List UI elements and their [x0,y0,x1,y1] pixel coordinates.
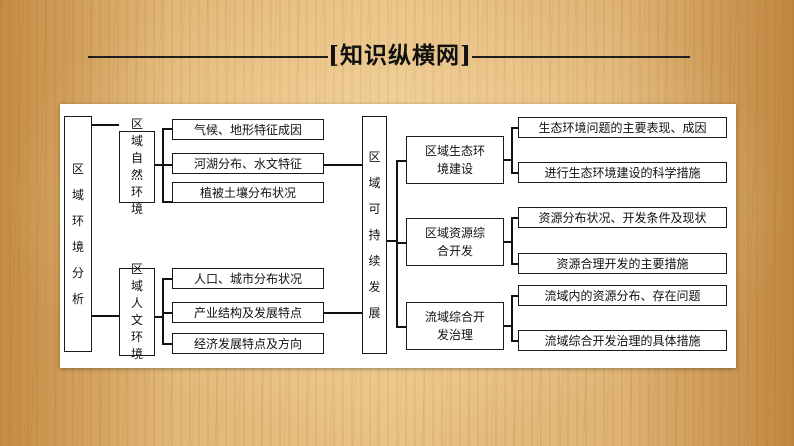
connector [511,127,513,173]
connector [504,241,511,243]
title-rule-right [472,56,690,58]
connector [162,278,164,343]
human-item-label: 经济发展特点及方向 [193,336,302,351]
connector [511,217,513,264]
connector [386,240,396,242]
sustainable-development-node: 区域可持续发展 [362,116,387,354]
header: [知识纵横网] [0,40,794,72]
connector [91,315,119,317]
eco-construction-node: 区域生态环境建设 [406,136,504,184]
connector [154,316,162,318]
sustainable-development-label: 区域可持续发展 [368,150,381,320]
connector [162,164,172,166]
natural-item: 植被土壤分布状况 [172,182,324,203]
title-rule-left [88,56,328,58]
eco-item-label: 进行生态环境建设的科学措施 [544,165,701,180]
resource-item-label: 资源分布状况、开发条件及现状 [538,210,707,225]
basin-item-label: 流域综合开发治理的具体措施 [544,333,701,348]
connector [511,263,518,265]
human-item: 产业结构及发展特点 [172,302,324,323]
eco-item-label: 生态环境问题的主要表现、成因 [538,120,707,135]
eco-item: 生态环境问题的主要表现、成因 [518,117,727,138]
human-item-label: 人口、城市分布状况 [193,271,302,286]
natural-item: 气候、地形特征成因 [172,119,324,140]
resource-item-label: 资源合理开发的主要措施 [556,256,689,271]
connector [511,295,513,341]
connector [396,326,406,328]
basin-item: 流域内的资源分布、存在问题 [518,285,727,306]
human-item: 人口、城市分布状况 [172,268,324,289]
resource-item: 资源分布状况、开发条件及现状 [518,207,727,228]
basin-development-node: 流域综合开发治理 [406,302,504,350]
connector [162,128,172,130]
root-node: 区域环境分析 [64,116,92,352]
connector [324,312,362,314]
connector [511,217,518,219]
natural-environment-label: 区域自然环境 [130,117,143,216]
connector [504,325,511,327]
connector [162,201,172,203]
connector [154,164,162,166]
connector [511,172,518,174]
connector [162,278,172,280]
connector [162,343,172,345]
human-item-label: 产业结构及发展特点 [193,305,302,320]
connector [504,159,511,161]
resource-development-label: 区域资源综合开发 [424,226,485,258]
connector [511,127,518,129]
human-item: 经济发展特点及方向 [172,333,324,354]
connector [396,160,406,162]
basin-item-label: 流域内的资源分布、存在问题 [544,288,701,303]
eco-construction-label: 区域生态环境建设 [424,144,485,176]
root-label: 区域环境分析 [71,162,84,306]
connector [396,242,406,244]
resource-item: 资源合理开发的主要措施 [518,253,727,274]
connector [324,164,362,166]
knowledge-diagram: 区域环境分析 区域自然环境 气候、地形特征成因 河湖分布、水文特征 植被土壤分布… [60,104,736,368]
connector [511,340,518,342]
basin-development-label: 流域综合开发治理 [424,310,485,342]
natural-item: 河湖分布、水文特征 [172,153,324,174]
connector [396,160,398,327]
natural-item-label: 河湖分布、水文特征 [193,156,302,171]
natural-item-label: 植被土壤分布状况 [199,185,296,200]
resource-development-node: 区域资源综合开发 [406,218,504,266]
human-environment-node: 区域人文环境 [119,262,155,361]
page-title: [知识纵横网] [328,42,472,69]
human-environment-label: 区域人文环境 [130,262,143,361]
connector [511,295,518,297]
eco-item: 进行生态环境建设的科学措施 [518,162,727,183]
connector [162,312,172,314]
basin-item: 流域综合开发治理的具体措施 [518,330,727,351]
natural-item-label: 气候、地形特征成因 [193,122,302,137]
natural-environment-node: 区域自然环境 [119,117,155,216]
connector [91,124,119,126]
